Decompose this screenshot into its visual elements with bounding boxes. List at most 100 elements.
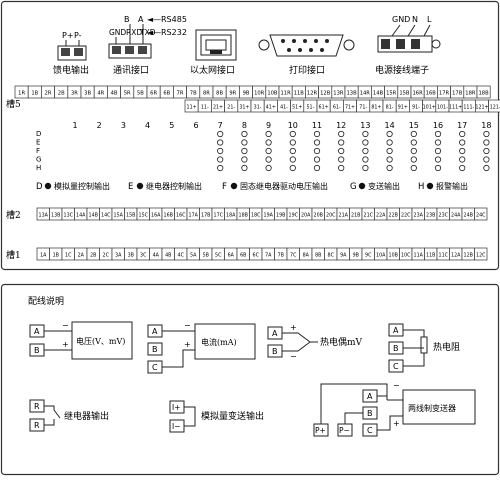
- rs232-label: RS232: [161, 28, 187, 37]
- output-slot-dot: [289, 164, 296, 172]
- slot5-bottom-terminal: 111-: [463, 105, 474, 111]
- row-letter: E: [36, 139, 40, 147]
- relay-wiring: R R 继电器输出: [29, 399, 109, 432]
- two-wire-transmitter-wiring: A B C P+ P− 两线制变送器 − +: [313, 381, 476, 437]
- tw-pin-c: C: [367, 426, 373, 435]
- legend-key: E: [128, 182, 133, 192]
- comm-connector: B A ◄— RS485 GND RXD TXD ◄— RS232 通讯接口: [108, 15, 187, 76]
- slot1-terminal: 1A: [40, 253, 47, 259]
- output-slot-dot: [434, 156, 442, 163]
- slot1-terminal: 9B: [353, 253, 359, 259]
- output-slot-dot: [265, 164, 272, 172]
- two-wire-label: 两线制变送器: [408, 403, 456, 413]
- current-minus: −: [184, 321, 191, 330]
- slot2-terminal: 20A: [301, 213, 311, 219]
- relay-pin-r2: R: [34, 421, 40, 430]
- output-slot-dot: [289, 156, 296, 163]
- current-wiring: A B C − + 电流(mA): [147, 321, 256, 374]
- output-slot-dot: [338, 130, 345, 138]
- power-pin-gnd: GND: [392, 15, 410, 24]
- slot1-terminal: 11B: [426, 253, 435, 259]
- power-pin-n: N: [412, 15, 418, 24]
- slot5-bottom-terminal: 41-: [280, 105, 288, 111]
- voltage-pin-a: A: [34, 327, 40, 336]
- output-slot-dot: [265, 130, 272, 138]
- slot2-terminal: 19B: [276, 213, 285, 219]
- slot2-terminal: 14B: [89, 213, 98, 219]
- legend-text: 报警输出: [436, 181, 468, 191]
- slot5-label: 槽5: [6, 98, 21, 110]
- slot5-top-terminal: 4B: [111, 91, 118, 97]
- legend-text: 继电器控制输出: [146, 181, 202, 191]
- slot1-terminal: 6C: [253, 253, 260, 259]
- slot1-terminal: 12C: [476, 253, 486, 259]
- analog-pin-i-minus: I−: [172, 422, 181, 431]
- rtd-pin-b: B: [393, 344, 399, 353]
- comm-label: 通讯接口: [113, 64, 149, 76]
- slot2-terminal: 22C: [401, 213, 411, 219]
- slot5-bottom-terminal: 111+: [449, 105, 462, 111]
- current-pin-b: B: [152, 345, 158, 354]
- output-slot-dot: [483, 147, 490, 155]
- slot5-bottom-terminal: 71+: [345, 105, 355, 111]
- row-letter: G: [36, 156, 41, 164]
- tc-minus: −: [290, 352, 297, 361]
- slot5-bottom-terminal: 51-: [306, 105, 314, 111]
- lower-panel-frame: [0, 283, 500, 476]
- slot1-terminal: 1B: [53, 253, 59, 259]
- output-slot-dot: [362, 130, 369, 138]
- legend-dot-icon: [44, 182, 52, 190]
- analog-output-label: 模拟量变送输出: [201, 410, 264, 422]
- current-plus: +: [184, 340, 191, 349]
- slot5-top-terminal: 1R: [18, 91, 25, 97]
- tw-pin-a: A: [367, 392, 373, 401]
- legend-text: 变送输出: [368, 181, 400, 191]
- legend-text: 模拟量控制输出: [54, 181, 110, 191]
- output-slot-dot: [386, 147, 393, 155]
- output-slot-dot: [386, 156, 393, 163]
- slot1-terminal: 1C: [65, 253, 72, 259]
- slot5-top-terminal: 3B: [84, 91, 91, 97]
- slot1-label: 槽1: [6, 249, 21, 261]
- slot5-bottom-terminal: 21-: [227, 105, 235, 111]
- voltage-minus: −: [62, 321, 69, 330]
- slot5-bottom-terminal: 81-: [386, 105, 394, 111]
- slot5-top-terminal: 5R: [124, 91, 131, 97]
- slot2-terminal: 18A: [226, 213, 236, 219]
- slot1-terminal: 8A: [303, 253, 310, 259]
- slot1-terminal: 8C: [328, 253, 335, 259]
- channel-number: 3: [121, 121, 126, 130]
- rtd-pin-c: C: [393, 362, 399, 371]
- slot5-bottom-terminal: 61-: [333, 105, 341, 111]
- channel-number: 1: [72, 121, 77, 130]
- thermocouple-wiring: A B + − 热电偶mV: [267, 323, 363, 361]
- slot5-top-terminal: 15R: [386, 91, 397, 97]
- slot1-terminal: 10C: [401, 253, 411, 259]
- slot5-top-terminal: 10B: [267, 91, 278, 97]
- output-slot-dot: [241, 130, 248, 138]
- output-slot-dot: [289, 130, 296, 138]
- rtd-pin-a: A: [393, 326, 399, 335]
- slot2-label: 槽2: [6, 209, 21, 221]
- slot1-terminal: 2A: [78, 253, 85, 259]
- tw-power-plus: P+: [315, 426, 326, 435]
- output-slot-dot: [313, 139, 321, 146]
- slot2-terminal: 21C: [364, 213, 374, 219]
- arrow-icon: ◄—: [147, 15, 161, 24]
- channel-number: 9: [266, 121, 271, 130]
- slot1-terminal: 12B: [464, 253, 473, 259]
- slot1-terminal: 2B: [90, 253, 96, 259]
- slot2-terminal: 19C: [289, 213, 299, 219]
- wiring-title: 配线说明: [28, 295, 64, 307]
- slot1-terminal: 4B: [165, 253, 171, 259]
- channel-number: 7: [218, 121, 223, 130]
- slot2-terminal: 15C: [139, 213, 149, 219]
- slot2-terminal: 17C: [214, 213, 224, 219]
- slot5-top-terminal: 14B: [373, 91, 384, 97]
- legend-key: H: [418, 182, 424, 192]
- output-slot-dot: [434, 164, 442, 172]
- output-slot-dot: [459, 164, 466, 172]
